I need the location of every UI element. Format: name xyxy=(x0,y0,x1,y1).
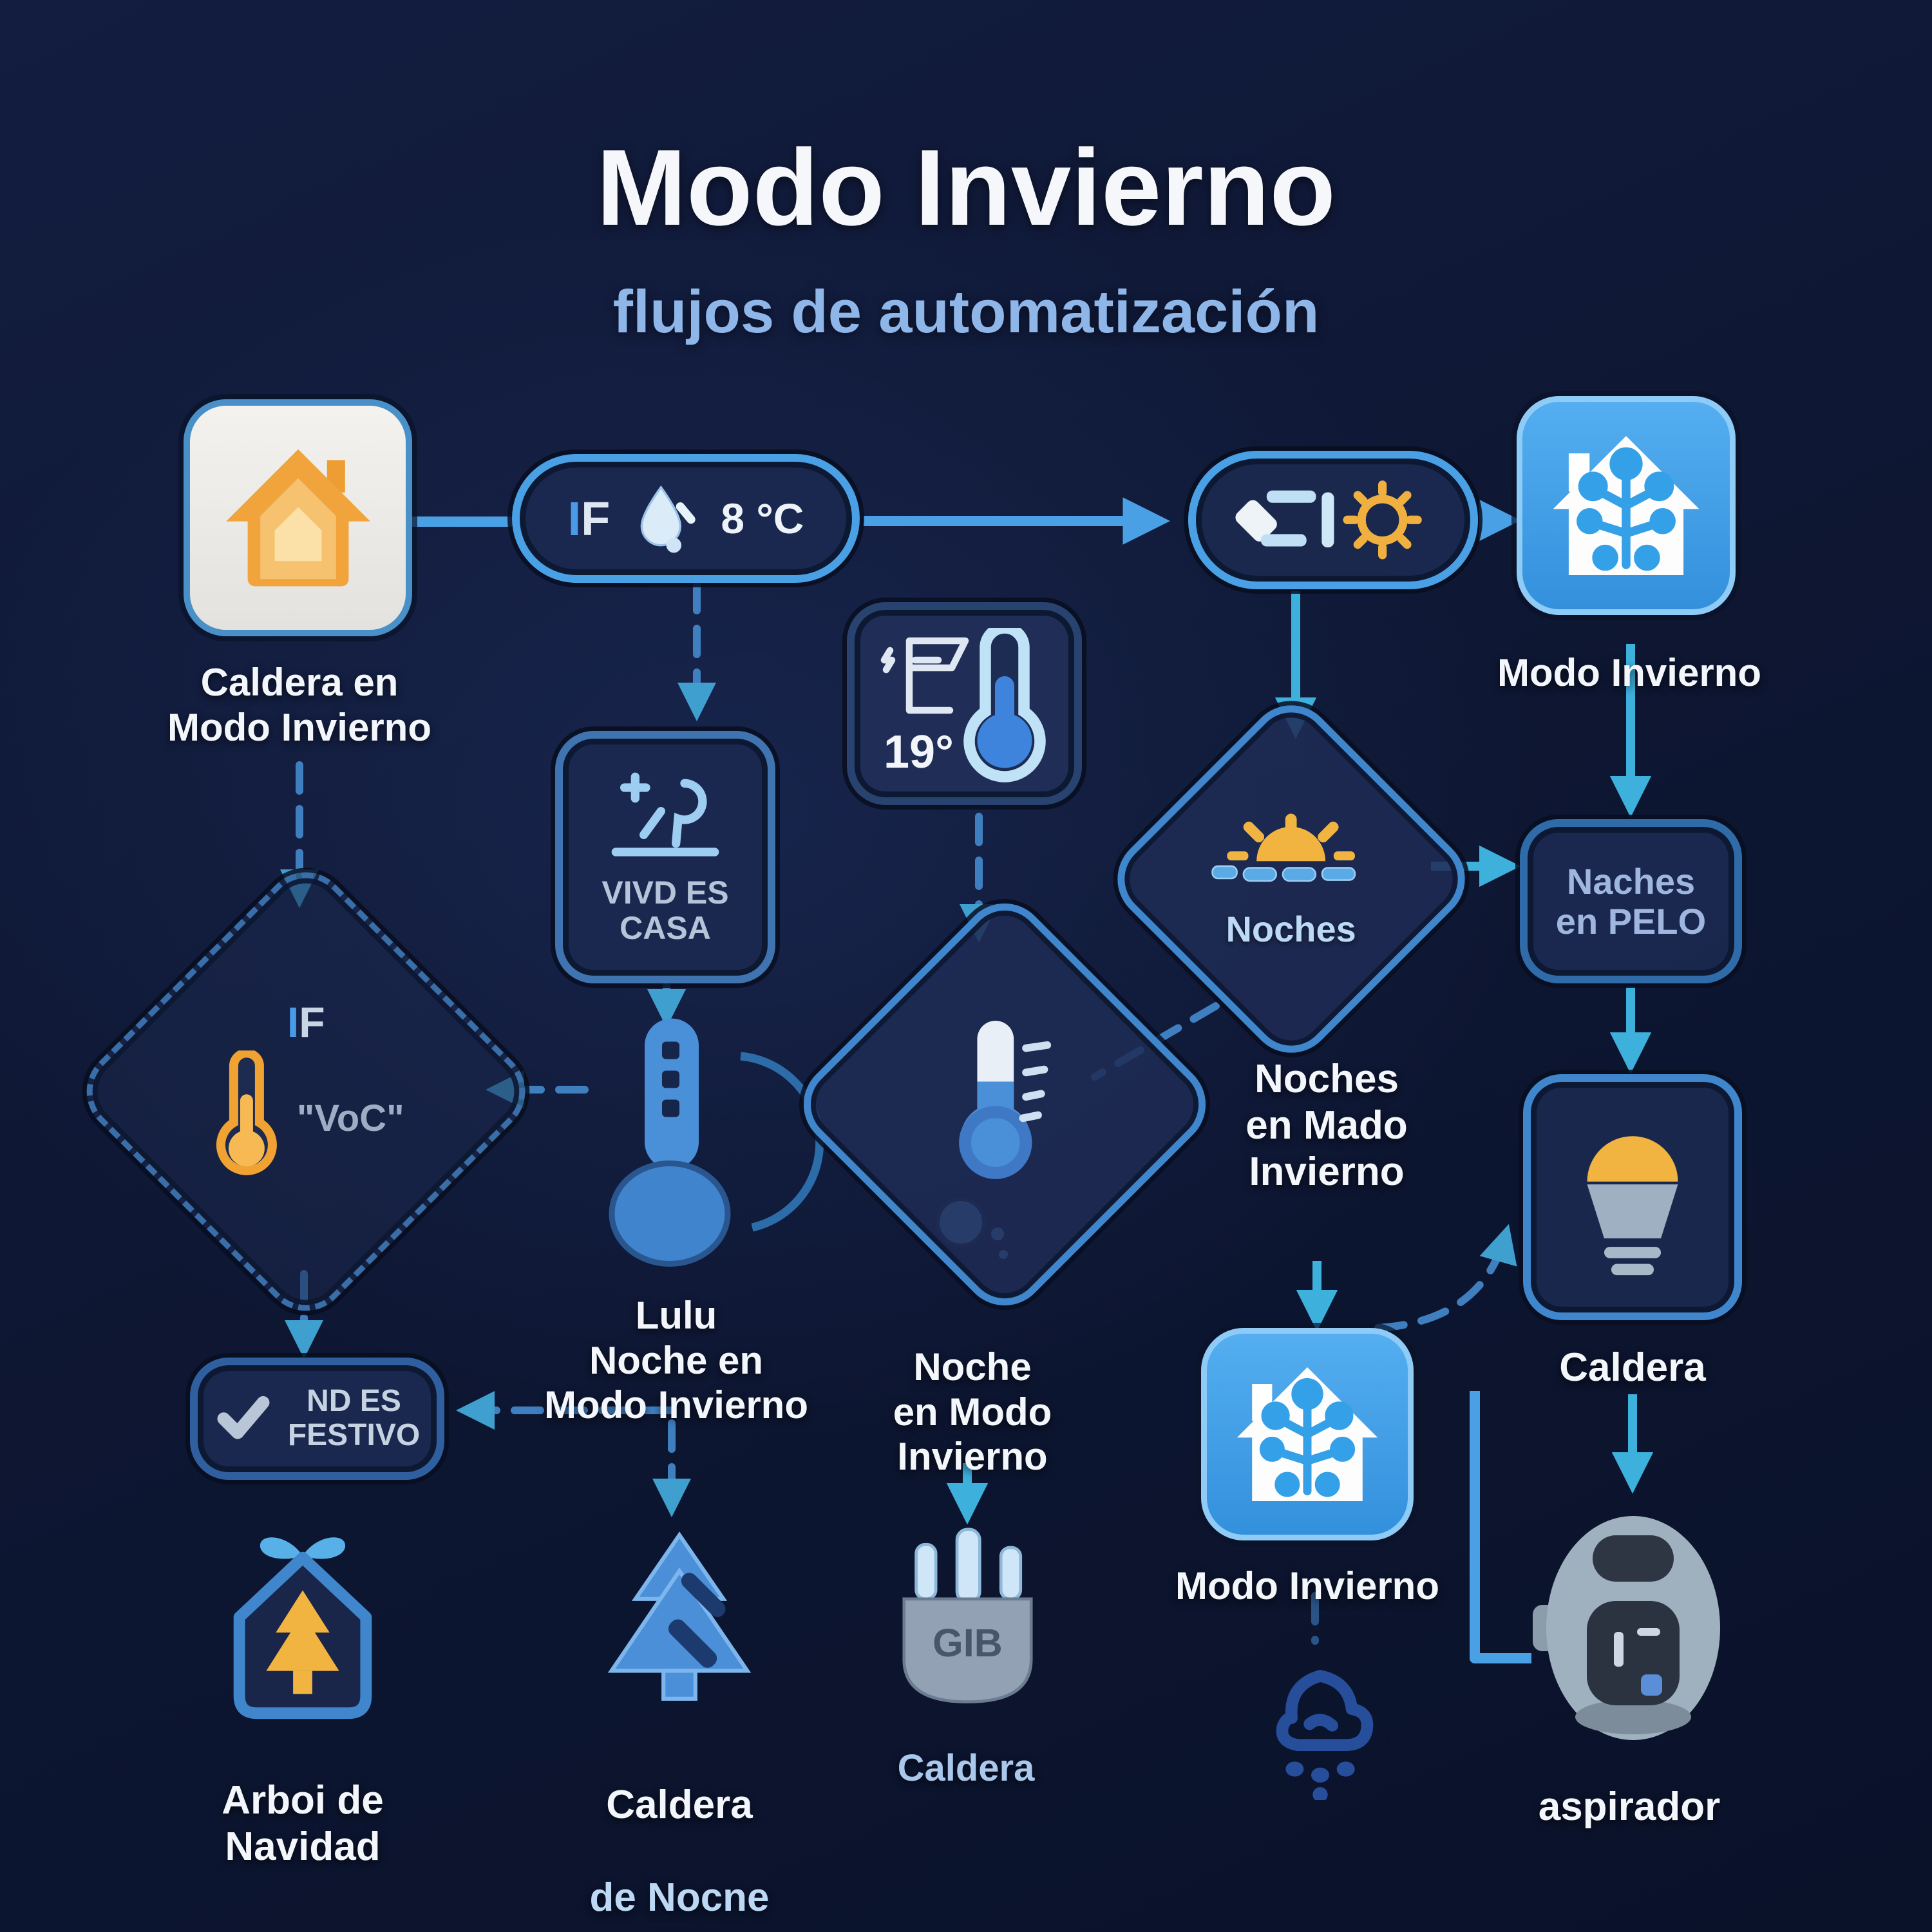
scene-sun-icon xyxy=(1235,480,1422,559)
page-subtitle: flujos de automatización xyxy=(612,278,1320,345)
panel-icon xyxy=(880,637,969,714)
temperature-label: 8 °C xyxy=(721,495,804,542)
christmas-house-icon xyxy=(233,1537,372,1719)
if-temp-diamond: IF "VoC" xyxy=(69,855,543,1329)
label-modo-invierno-bottom: Modo Invierno xyxy=(1175,1564,1439,1607)
location-pin-icon xyxy=(611,772,719,857)
caldera-de-noche-line1: Caldera xyxy=(606,1782,753,1827)
noches-diamond-content: Noches xyxy=(1208,809,1375,950)
lightbulb-icon xyxy=(1587,1136,1678,1276)
label-caldera-plug: Caldera xyxy=(897,1747,1035,1789)
home-assistant-logo-bottom xyxy=(1236,1367,1378,1501)
if-diamond-temp: "VoC" xyxy=(296,1097,404,1139)
noche-temp-diamond xyxy=(786,886,1224,1323)
vacuum-robot-icon xyxy=(1533,1516,1720,1740)
temp-19-label: 19° xyxy=(884,726,954,778)
label-noches-en-mado-invierno: Noches en Mado Invierno xyxy=(1245,1057,1408,1194)
vivd-es-casa-box: VIVD ES CASA xyxy=(555,731,775,983)
nd-es-festivo-box: ND ES FESTIVO xyxy=(190,1358,444,1480)
caldera-bulb-box xyxy=(1523,1074,1742,1320)
if-diamond-label: IF xyxy=(287,998,325,1046)
label-caldera-en-modo-invierno: Caldera en Modo Invierno xyxy=(167,661,431,749)
label-caldera-bulb: Caldera xyxy=(1559,1345,1706,1390)
thermometer-cold-icon xyxy=(959,1021,1052,1179)
naches-en-pelo-box: Naches en PELO xyxy=(1520,819,1742,983)
label-aspirador: aspirador xyxy=(1538,1785,1721,1829)
if-condition-pill: IF 8 °C xyxy=(512,454,860,583)
label-caldera-de-noche: Caldera de Nocne xyxy=(535,1736,824,1921)
check-icon xyxy=(217,1396,270,1439)
pine-tree-icon xyxy=(607,1531,752,1701)
home-assistant-logo xyxy=(1553,436,1700,575)
naches-en-pelo-text: Naches en PELO xyxy=(1555,860,1707,942)
transition-pill xyxy=(1188,451,1478,589)
vivd-es-casa-text: VIVD ES CASA xyxy=(601,875,729,946)
home-assistant-icon-bottom xyxy=(1201,1328,1414,1540)
noches-diamond: Noches xyxy=(1100,688,1482,1070)
caldera-de-noche-line2: de Nocne xyxy=(589,1875,770,1920)
label-modo-invierno-top: Modo Invierno xyxy=(1497,651,1761,694)
home-assistant-icon-top xyxy=(1517,396,1736,615)
thermometer-blue-icon xyxy=(963,628,1046,782)
target-temp-box: 19° xyxy=(847,602,1082,805)
plug-icon: GIB xyxy=(902,1528,1033,1704)
plug-text: GIB xyxy=(933,1621,1003,1665)
page-title: Modo Invierno xyxy=(596,127,1336,248)
if-label: IF xyxy=(567,491,611,545)
noche-temp-diamond-content xyxy=(943,1021,1066,1188)
label-noche-en-modo-invierno: Noche en Modo Invierno xyxy=(893,1345,1052,1479)
home-icon xyxy=(225,449,370,587)
label-lulu: Lulu Noche en Modo Invierno xyxy=(544,1294,808,1427)
homekit-app-icon xyxy=(184,399,412,636)
droplet-icon xyxy=(640,485,696,553)
if-temp-diamond-content: IF "VoC" xyxy=(208,998,404,1186)
label-arbol-de-navidad: Arboi de Navidad xyxy=(222,1778,384,1869)
thermometer-orange-icon xyxy=(216,1050,277,1175)
lulu-thermometer-icon xyxy=(609,1018,731,1267)
sunset-icon xyxy=(1211,813,1356,882)
snow-cloud-icon xyxy=(1276,1670,1374,1800)
noches-label: Noches xyxy=(1226,908,1357,949)
nd-es-festivo-text: ND ES FESTIVO xyxy=(287,1384,421,1452)
